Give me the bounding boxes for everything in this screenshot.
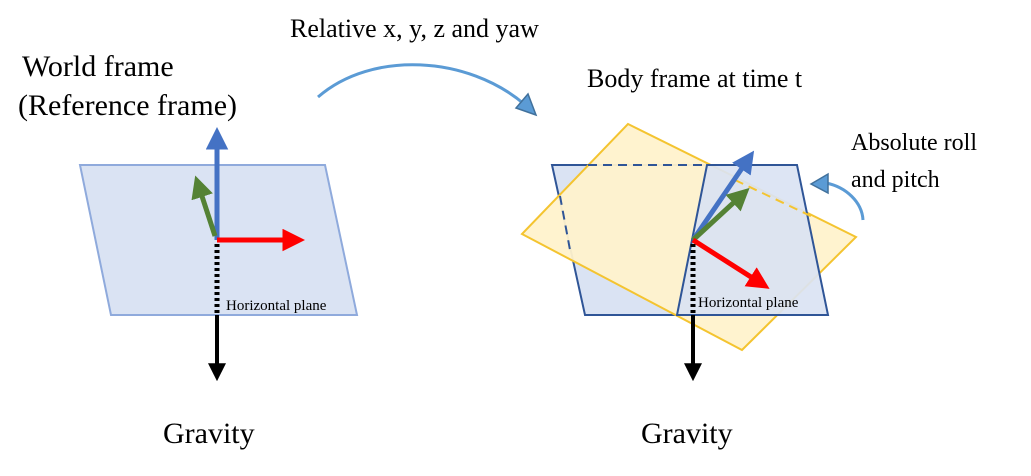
- world-y-axis: [191, 175, 218, 237]
- world-frame-subtitle: (Reference frame): [18, 89, 237, 122]
- world-frame-title: World frame: [22, 50, 174, 83]
- relative-motion-label: Relative x, y, z and yaw: [290, 14, 539, 43]
- body-x-axis: [691, 237, 770, 289]
- body-y-axis: [691, 187, 750, 242]
- body-horizontal-plane-label: Horizontal plane: [698, 295, 799, 311]
- body-horizontal-plane-front: [675, 164, 830, 316]
- world-horizontal-plane-label: Horizontal plane: [226, 298, 327, 314]
- curved-arrow-icon: [317, 63, 538, 117]
- world-gravity-label: Gravity: [163, 417, 255, 450]
- body-frame-title: Body frame at time t: [587, 64, 803, 93]
- absolute-roll-label: Absolute roll: [851, 130, 977, 156]
- body-z-axis: [690, 150, 755, 242]
- body-hidden-edge-left: [559, 195, 571, 251]
- absolute-pitch-label: and pitch: [851, 167, 940, 193]
- rotation-arrow-icon: [809, 172, 865, 221]
- body-gravity-label: Gravity: [641, 417, 733, 450]
